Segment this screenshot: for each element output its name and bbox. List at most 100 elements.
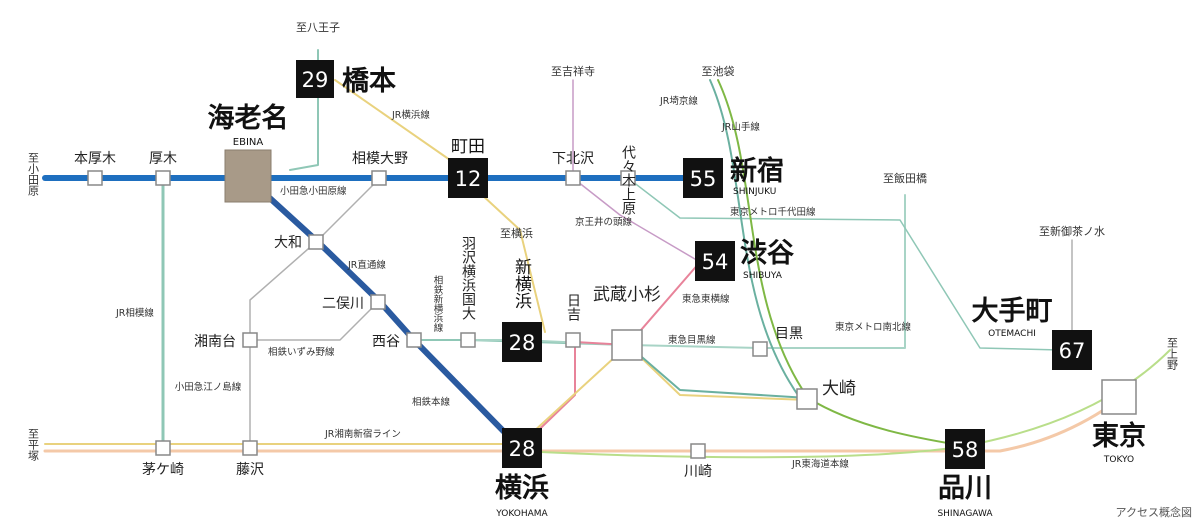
station-en-shinagawa: SHINAGAWA bbox=[937, 509, 993, 519]
sotetsu-izumino-line bbox=[249, 301, 379, 341]
station-marker-musashikosugi bbox=[611, 329, 643, 361]
station-en-yokohama: YOKOHAMA bbox=[495, 509, 548, 519]
label-jr-saikyo: JR埼京線 bbox=[659, 95, 698, 107]
minutes-otemachi: 67 bbox=[1059, 339, 1086, 363]
station-marker-nishiya bbox=[406, 332, 422, 348]
station-name-nishiya: 西谷 bbox=[372, 334, 400, 350]
minutes-machida: 12 bbox=[455, 167, 482, 191]
dest-shinochanomizu: 至新御茶ノ水 bbox=[1039, 224, 1105, 238]
major-station-names: 橋本 海老名 EBINA 町田 新宿 SHINJUKU 渋谷 SHIBUYA 大… bbox=[208, 66, 1147, 519]
minutes-yokohama: 28 bbox=[509, 437, 536, 461]
minute-boxes: 29 12 55 54 28 28 67 58 bbox=[296, 60, 1092, 469]
station-marker-chigasaki bbox=[155, 440, 171, 456]
station-name-shonandai: 湘南台 bbox=[194, 334, 236, 350]
label-tokyo-metro-namboku: 東京メトロ南北線 bbox=[835, 321, 912, 333]
station-name-tokyo: 東京 bbox=[1092, 420, 1146, 452]
station-marker-hiyoshi bbox=[565, 332, 581, 348]
station-marker-hazawa bbox=[460, 332, 476, 348]
minutes-shibuya: 54 bbox=[702, 250, 729, 274]
station-name-atsugi: 厚木 bbox=[149, 151, 177, 167]
line-labels: JR横浜線 小田急小田原線 JR直通線 JR相模線 相鉄いずみ野線 相鉄新横浜線… bbox=[115, 95, 912, 470]
station-marker-honatsugi bbox=[87, 170, 103, 186]
minutes-box-yokohama bbox=[502, 428, 542, 468]
station-marker-tokyo bbox=[1101, 379, 1137, 415]
minutes-box-machida bbox=[448, 158, 488, 198]
station-marker-yamato bbox=[308, 234, 324, 250]
minutes-box-shibuya bbox=[695, 241, 735, 281]
minutes-shinjuku: 55 bbox=[690, 167, 717, 191]
station-marker-kawasaki bbox=[690, 443, 706, 459]
label-odakyu: 小田急小田原線 bbox=[280, 185, 347, 197]
caption: アクセス概念図 bbox=[1116, 505, 1192, 519]
station-name-otemachi: 大手町 bbox=[972, 296, 1053, 327]
minutes-box-shinjuku bbox=[683, 158, 723, 198]
destination-labels: 至八王子 至小田原 至吉祥寺 至池袋 至横浜 至飯田橋 至新御茶ノ水 至上野 至… bbox=[27, 21, 1179, 461]
station-marker-shimokitazawa bbox=[565, 170, 581, 186]
dest-iidabashi: 至飯田橋 bbox=[883, 171, 927, 185]
label-jr-yokohama: JR横浜線 bbox=[391, 109, 430, 121]
station-name-honatsugi: 本厚木 bbox=[74, 151, 116, 167]
dest-ueno: 至上野 bbox=[1166, 337, 1179, 370]
station-en-shinjuku: SHINJUKU bbox=[733, 187, 776, 197]
dest-odawara: 至小田原 bbox=[27, 152, 40, 196]
label-keio-inokashira: 京王井の頭線 bbox=[575, 216, 633, 228]
dest-yokohama: 至横浜 bbox=[500, 226, 533, 240]
dest-kichijoji: 至吉祥寺 bbox=[551, 64, 595, 78]
station-marker-shonandai bbox=[242, 332, 258, 348]
label-odakyu-enoshima: 小田急江ノ島線 bbox=[175, 381, 242, 393]
station-name-osaki: 大崎 bbox=[822, 379, 856, 399]
label-tokyu-toyoko: 東急東横線 bbox=[682, 293, 730, 305]
yellow-line bbox=[519, 344, 809, 445]
minutes-box-otemachi bbox=[1052, 330, 1092, 370]
minutes-box-shinagawa bbox=[945, 429, 985, 469]
label-jr-sagami: JR相模線 bbox=[115, 307, 154, 319]
odakyu-enoshima-line bbox=[249, 177, 381, 449]
station-marker-fujisawa bbox=[242, 440, 258, 456]
station-en-shibuya: SHIBUYA bbox=[743, 271, 783, 281]
minutes-shin-yokohama: 28 bbox=[509, 331, 536, 355]
dest-ikebukuro: 至池袋 bbox=[702, 64, 735, 78]
label-jr-shonan-shinjuku: JR湘南新宿ライン bbox=[324, 428, 401, 440]
station-name-chigasaki: 茅ケ崎 bbox=[142, 462, 184, 478]
station-marker-yoyogi-uehara bbox=[620, 170, 636, 186]
dest-hachioji: 至八王子 bbox=[296, 21, 340, 34]
station-name-shin-yokohama: 新横浜 bbox=[511, 258, 532, 309]
station-name-musashikosugi: 武蔵小杉 bbox=[593, 285, 661, 305]
station-marker-meguro bbox=[752, 341, 768, 357]
minutes-box-hashimoto bbox=[296, 60, 334, 98]
minutes-shinagawa: 58 bbox=[952, 438, 979, 462]
dest-hiratsuka: 至平塚 bbox=[27, 428, 40, 461]
station-name-hazawa: 羽沢横浜国大 bbox=[460, 236, 476, 320]
station-en-ebina: EBINA bbox=[233, 137, 264, 148]
station-name-shibuya: 渋谷 bbox=[740, 238, 795, 269]
station-name-yokohama: 横浜 bbox=[495, 473, 549, 504]
station-name-hiyoshi: 日吉 bbox=[565, 293, 581, 321]
station-name-machida: 町田 bbox=[451, 137, 485, 157]
station-marker-sagami-ono bbox=[371, 170, 387, 186]
minutes-hashimoto: 29 bbox=[302, 68, 329, 92]
station-name-ebina: 海老名 bbox=[208, 102, 289, 134]
label-tokyu-meguro: 東急目黒線 bbox=[668, 334, 716, 346]
label-jr-tokaido: JR東海道本線 bbox=[791, 458, 849, 470]
metro-chiyoda-line bbox=[627, 177, 1061, 351]
station-en-otemachi: OTEMACHI bbox=[988, 329, 1036, 339]
station-name-shimokitazawa: 下北沢 bbox=[552, 151, 594, 167]
station-name-shin-yokohama-vertical: 新横浜 bbox=[511, 258, 532, 309]
small-station-names: 本厚木 厚木 相模大野 下北沢 代々木上原 大和 二俣川 湘南台 西谷 羽沢横浜… bbox=[74, 145, 856, 480]
label-sotetsu-izumino: 相鉄いずみ野線 bbox=[268, 346, 335, 358]
small-stations bbox=[87, 170, 1137, 459]
station-name-shinjuku: 新宿 bbox=[730, 155, 784, 187]
station-name-shinagawa: 品川 bbox=[938, 473, 992, 504]
label-sotetsu-main: 相鉄本線 bbox=[412, 396, 451, 408]
label-jr-yamanote: JR山手線 bbox=[721, 121, 760, 133]
teal-line bbox=[627, 344, 809, 399]
minutes-box-shin-yokohama bbox=[502, 322, 542, 362]
station-en-tokyo: TOKYO bbox=[1103, 455, 1134, 465]
station-marker-ebina bbox=[224, 149, 272, 203]
station-name-hashimoto: 橋本 bbox=[342, 66, 396, 97]
label-sotetsu-shin-yokohama: 相鉄新横浜線 bbox=[432, 274, 444, 332]
station-name-fujisawa: 藤沢 bbox=[236, 462, 264, 478]
label-jr-chokutsu: JR直通線 bbox=[347, 259, 386, 271]
station-marker-futamatagawa bbox=[370, 294, 386, 310]
